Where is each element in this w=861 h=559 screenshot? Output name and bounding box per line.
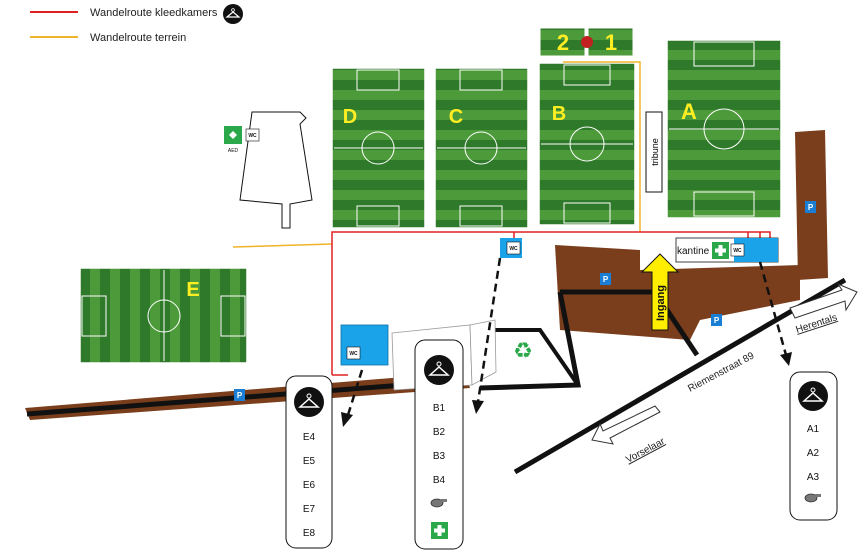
- dressing-panel-b: B1 B2 B3 B4: [414, 339, 464, 550]
- ingang-arrow: Ingang: [640, 253, 680, 331]
- clothes-hanger-icon: [223, 4, 243, 24]
- field-e: E: [79, 267, 248, 364]
- legend-label-terrain: Wandelroute terrein: [90, 32, 186, 44]
- kantine-label: kantine: [677, 246, 710, 257]
- clothes-hanger-icon: [798, 381, 828, 411]
- parking-icon-3: P: [711, 314, 722, 326]
- wc-icon-b: WC: [506, 241, 521, 255]
- riemenstraat-label: Riemenstraat 89: [686, 350, 756, 394]
- svg-text:WC: WC: [733, 248, 742, 254]
- clothes-hanger-icon: [294, 387, 324, 417]
- svg-text:P: P: [237, 391, 243, 400]
- room-e6: E6: [303, 480, 316, 491]
- riemenstraat-road: [513, 277, 847, 475]
- aed-icon: AED: [224, 126, 242, 154]
- inner-road-3: [495, 328, 580, 387]
- room-b3: B3: [433, 451, 446, 462]
- legend: Wandelroute kleedkamers Wandelroute terr…: [30, 4, 243, 44]
- svg-text:P: P: [714, 316, 720, 325]
- svg-text:1: 1: [605, 30, 617, 55]
- whistle-icon: [430, 498, 447, 508]
- room-b2: B2: [433, 427, 446, 438]
- svg-text:WC: WC: [509, 246, 518, 252]
- field-1: 1: [587, 27, 634, 57]
- wc-icon-e: WC: [346, 346, 361, 360]
- first-aid-icon: [431, 522, 448, 539]
- parking-icon-1: P: [805, 201, 816, 213]
- legend-label-dressing: Wandelroute kleedkamers: [90, 7, 218, 19]
- parking-icon-4: P: [234, 389, 245, 401]
- wc-icon-clubhouse: WC: [245, 128, 260, 142]
- vorselaar-label: Vorselaar: [624, 436, 667, 466]
- room-e8: E8: [303, 528, 316, 539]
- svg-text:B: B: [552, 103, 566, 125]
- tribune: tribune: [645, 111, 663, 193]
- arrow-vorselaar-icon: [591, 405, 661, 445]
- room-e7: E7: [303, 504, 316, 515]
- ingang-label: Ingang: [655, 285, 667, 321]
- terrain-route-west: [232, 243, 333, 248]
- svg-text:WC: WC: [349, 351, 358, 357]
- kantine: kantine WC: [675, 237, 779, 263]
- building-outline-2: [469, 319, 497, 386]
- room-b4: B4: [433, 475, 446, 486]
- svg-text:D: D: [343, 106, 357, 128]
- terrain-route-b: [563, 61, 641, 232]
- svg-text:P: P: [808, 203, 814, 212]
- svg-text:♻: ♻: [513, 339, 533, 364]
- svg-text:P: P: [603, 275, 609, 284]
- clothes-hanger-icon: [424, 355, 454, 385]
- tribune-label: tribune: [650, 138, 660, 166]
- room-e5: E5: [303, 456, 316, 467]
- aed-label: AED: [228, 148, 239, 154]
- svg-text:2: 2: [557, 30, 569, 55]
- parking-icon-2: P: [600, 273, 611, 285]
- field-c: C: [434, 67, 529, 229]
- room-a1: A1: [807, 424, 820, 435]
- mascot-icon: [581, 36, 593, 48]
- room-e4: E4: [303, 432, 316, 443]
- field-b: B: [538, 62, 636, 226]
- whistle-icon: [804, 493, 821, 503]
- svg-text:A: A: [681, 99, 697, 124]
- first-aid-icon: [712, 242, 729, 259]
- room-a2: A2: [807, 448, 820, 459]
- dashed-arrows: [346, 257, 788, 416]
- svg-text:E: E: [186, 279, 199, 301]
- svg-text:WC: WC: [248, 133, 257, 139]
- arrow-herentals-icon: [789, 282, 858, 319]
- field-d: D: [331, 67, 426, 229]
- dressing-panel-a: A1 A2 A3: [789, 371, 838, 521]
- road-center: [555, 245, 800, 340]
- room-a3: A3: [807, 472, 820, 483]
- svg-text:C: C: [449, 106, 463, 128]
- field-2: 2: [539, 27, 586, 57]
- arrowheads: [341, 352, 792, 427]
- wc-icon-kantine: WC: [730, 243, 745, 257]
- recycling-icon: ♻: [513, 339, 533, 364]
- room-b1: B1: [433, 403, 446, 414]
- dressing-panel-e: E4 E5 E6 E7 E8: [285, 375, 333, 549]
- field-a: A: [666, 39, 782, 219]
